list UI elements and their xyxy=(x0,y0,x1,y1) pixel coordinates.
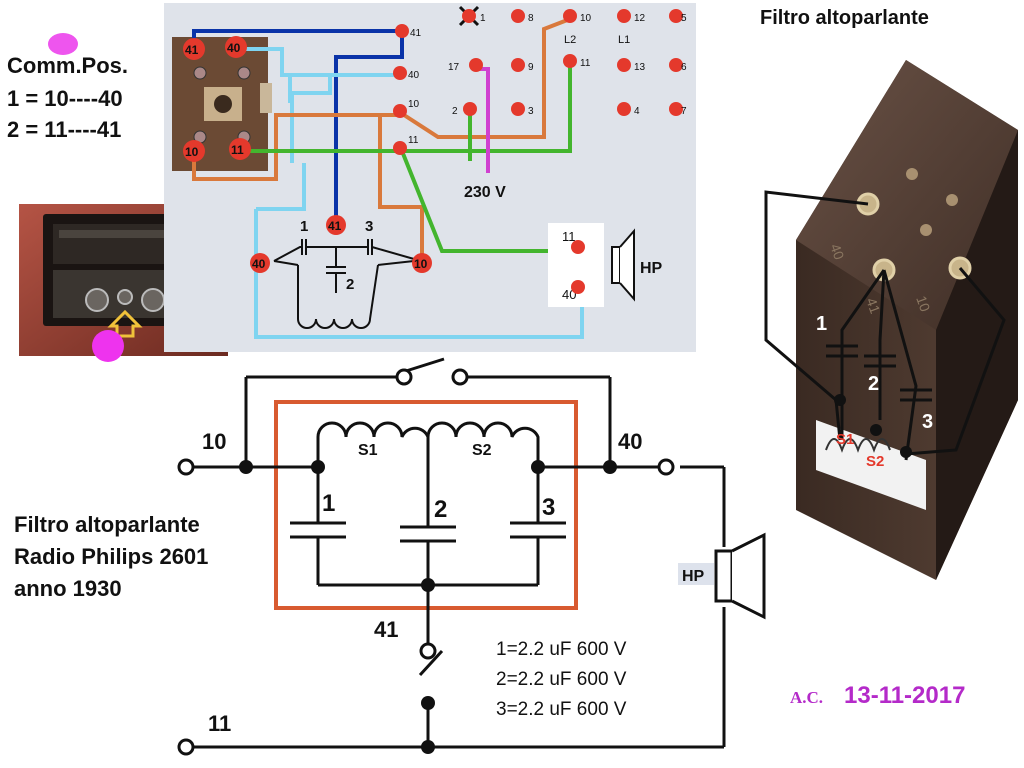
svg-text:5: 5 xyxy=(681,13,687,24)
cap-2-label: 2 xyxy=(434,496,447,523)
svg-text:10: 10 xyxy=(580,13,592,24)
terminal-11-label: 11 xyxy=(208,711,231,736)
pink-pointer-dot xyxy=(92,330,124,362)
author-initials: A.C. xyxy=(790,688,824,707)
photo-cap-1-label: 1 xyxy=(816,313,827,335)
svg-text:4: 4 xyxy=(634,106,640,117)
cap-3-label: 3 xyxy=(542,494,555,521)
spec-line-2: 2=2.2 uF 600 V xyxy=(496,669,627,690)
spec-line-1: 1=2.2 uF 600 V xyxy=(496,639,627,660)
schematic-wires xyxy=(192,357,726,749)
pink-marker-dot xyxy=(48,33,78,55)
photo-coil-s2-label: S2 xyxy=(866,453,884,470)
body-mark-41: 41 xyxy=(863,296,883,316)
svg-text:8: 8 xyxy=(528,13,534,24)
svg-text:6: 6 xyxy=(681,62,687,73)
svg-text:7: 7 xyxy=(681,106,687,117)
wiring-cap-1-label: 1 xyxy=(300,218,308,235)
photo-coil-s1-label: S1 xyxy=(836,431,854,448)
filter-box xyxy=(274,400,578,610)
svg-text:12: 12 xyxy=(634,13,646,24)
voltage-label: 230 V xyxy=(464,184,506,201)
commutator-switch-photo xyxy=(172,37,272,171)
filter-schematic: HP 10 40 41 11 S1 S2 1 2 3 1=2.2 uF 600 … xyxy=(177,357,766,756)
terminal-10: 10 xyxy=(408,99,420,110)
hp-label: HP xyxy=(682,568,705,585)
hp-label-bg xyxy=(678,563,714,585)
filter-pin-10: 10 xyxy=(414,257,428,271)
wire-10-orange xyxy=(192,113,400,181)
component-capacitor-symbols xyxy=(826,344,932,402)
caption-line-1: Filtro altoparlante xyxy=(14,512,200,537)
terminal-40: 40 xyxy=(408,70,420,81)
svg-text:3: 3 xyxy=(528,106,534,117)
component-wires xyxy=(764,190,1006,461)
wiring-hp-speaker-icon xyxy=(611,246,621,284)
wiring-capacitor-network xyxy=(273,239,415,329)
wiring-hp-label: HP xyxy=(640,260,663,277)
wiring-cap-3-label: 3 xyxy=(365,218,373,235)
terminal-10-label: 10 xyxy=(202,429,226,454)
schematic-junctions xyxy=(239,460,617,754)
wire-40-lower xyxy=(254,209,584,339)
switch-pin-10: 10 xyxy=(185,145,199,159)
svg-text:9: 9 xyxy=(528,62,534,73)
switch-pin-40: 40 xyxy=(227,41,241,55)
filter-component-photo: 40 41 10 1 2 3 S1 S2 xyxy=(764,60,1018,580)
coil-l2-label: L2 xyxy=(564,34,576,46)
photo-title: Filtro altoparlante xyxy=(760,7,929,29)
switch-pin-11: 11 xyxy=(231,143,244,157)
body-mark-10: 10 xyxy=(913,294,933,314)
terminal-40-label: 40 xyxy=(618,429,642,454)
svg-text:17: 17 xyxy=(448,62,460,73)
svg-text:2: 2 xyxy=(452,106,458,117)
coil-window xyxy=(816,420,926,510)
spec-line-3: 3=2.2 uF 600 V xyxy=(496,699,627,720)
wiring-wires xyxy=(192,17,584,339)
commutator-position-2: 2 = 11----41 xyxy=(7,117,122,142)
coil-l1-label: L1 xyxy=(618,34,630,46)
wiring-cap-2-label: 2 xyxy=(346,276,354,293)
cap-1-label: 1 xyxy=(322,490,335,517)
commutator-position-1: 1 = 10----40 xyxy=(7,86,123,111)
commutator-title: Comm.Pos. xyxy=(7,53,129,78)
wiring-cap-41-label: 41 xyxy=(328,219,342,233)
svg-text:11: 11 xyxy=(580,58,591,69)
caption-line-3: anno 1930 xyxy=(14,576,122,601)
svg-text:13: 13 xyxy=(634,62,646,73)
photo-cap-3-label: 3 xyxy=(922,411,933,433)
terminal-41-label: 41 xyxy=(374,617,398,642)
body-mark-40: 40 xyxy=(827,242,847,262)
wiring-diagram: 230 V 1 3 2 HP 11 40 41 40 10 11 41 40 1… xyxy=(164,3,696,352)
terminal-11: 11 xyxy=(408,135,419,146)
wiring-hp-pin-11-label: 11 xyxy=(562,229,576,244)
terminal-41: 41 xyxy=(410,28,422,39)
coil-s1-label: S1 xyxy=(358,442,378,459)
author-date: 13-11-2017 xyxy=(844,682,966,709)
wire-41-blue xyxy=(192,29,404,221)
svg-text:1: 1 xyxy=(480,13,486,24)
coil-s2-label: S2 xyxy=(472,442,492,459)
filter-pin-40: 40 xyxy=(252,257,266,271)
wiring-red-pins: 41 40 10 11 41 40 10 11 41 40 10 xyxy=(183,24,585,294)
tube-socket-pins: 1 8 10 12 5 L2 L1 17 9 11 13 6 2 3 4 7 xyxy=(448,5,687,117)
photo-cap-2-label: 2 xyxy=(868,373,879,395)
speaker-icon xyxy=(714,549,734,603)
switch-pin-41: 41 xyxy=(185,43,199,57)
caption-line-2: Radio Philips 2601 xyxy=(14,544,209,569)
schematic-terminals xyxy=(177,368,675,756)
